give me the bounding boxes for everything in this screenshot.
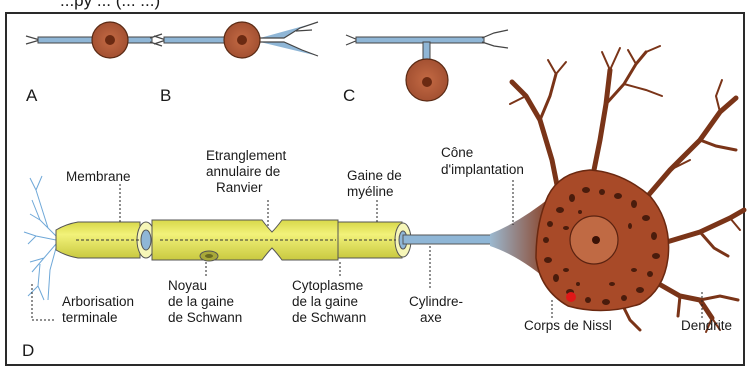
panel-letter-d: D (22, 341, 34, 360)
label-noyau-2: de la gaine (168, 294, 234, 309)
panel-letter-c: C (343, 86, 355, 105)
label-gaine-1: Gaine de (347, 168, 402, 183)
label-noyau-3: de Schwann (168, 310, 242, 325)
label-membrane: Membrane (66, 169, 131, 184)
panel-a-neuron (26, 22, 162, 58)
myelin-segment-3 (338, 222, 411, 258)
label-dendrite: Dendrite (681, 318, 732, 333)
label-arbor-1: Arborisation (62, 294, 134, 309)
label-cone-1: Cône (441, 145, 473, 160)
terminal-arborisation (24, 176, 56, 300)
label-cyto-3: de Schwann (292, 310, 366, 325)
top-caption-fragment: ...py ... (... ...) (60, 0, 160, 10)
panel-c-neuron (346, 30, 508, 101)
panel-b-neuron (154, 22, 318, 58)
label-arbor-2: terminale (62, 310, 118, 325)
cylinder-axis (403, 235, 493, 244)
label-cylindre-1: Cylindre- (409, 294, 463, 309)
label-cyto-2: de la gaine (292, 294, 358, 309)
label-nissl: Corps de Nissl (524, 318, 612, 333)
label-noyau-1: Noyau (168, 278, 207, 293)
nucleolus (592, 236, 600, 244)
label-gaine-2: myéline (347, 184, 394, 199)
label-etranglement-3: Ranvier (216, 180, 263, 195)
label-etranglement-1: Etranglement (206, 148, 287, 163)
label-cone-2: d'implantation (441, 162, 524, 177)
label-cyto-1: Cytoplasme (292, 278, 363, 293)
panel-letter-a: A (26, 86, 38, 105)
label-cylindre-2: axe (420, 310, 442, 325)
nissl-body-highlight (566, 292, 576, 302)
myelin-segment-2 (152, 220, 338, 261)
panel-letter-b: B (160, 86, 171, 105)
label-etranglement-2: annulaire de (206, 164, 280, 179)
myelin-segment-1 (56, 222, 155, 258)
